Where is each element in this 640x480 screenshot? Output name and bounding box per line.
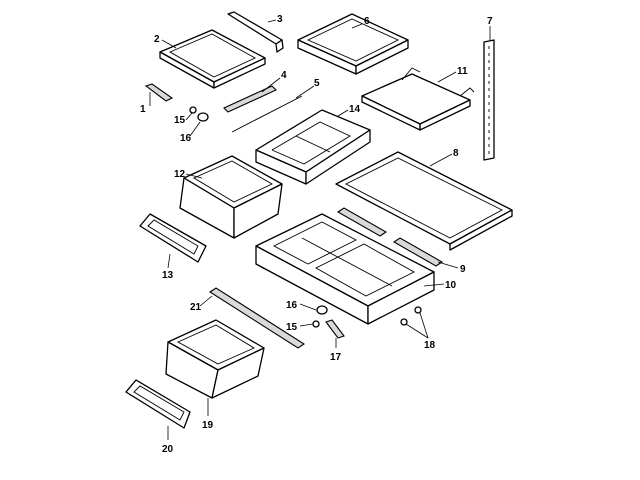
callout-19: 19 (202, 420, 214, 431)
callout-15a: 15 (174, 115, 186, 126)
callout-10: 10 (445, 280, 457, 291)
callout-4: 4 (281, 70, 287, 81)
part-20-bin-front (125, 379, 191, 429)
part-14-cover (255, 109, 371, 185)
callout-20: 20 (162, 444, 174, 455)
part-15-16-knobs-lower (312, 305, 328, 328)
callout-16a: 16 (180, 133, 192, 144)
part-9-rails (336, 207, 444, 267)
part-17-bracket (325, 319, 345, 339)
part-11-shelf (361, 67, 475, 131)
callout-7: 7 (487, 16, 493, 27)
part-5-rod (231, 95, 303, 133)
part-8-glass-shelf (335, 151, 513, 251)
callout-5: 5 (314, 78, 320, 89)
callout-16b: 16 (286, 300, 298, 311)
callout-11: 11 (457, 66, 468, 77)
callout-14: 14 (349, 104, 361, 115)
callout-8: 8 (453, 148, 459, 159)
part-18-fasteners (400, 306, 422, 326)
callout-1: 1 (140, 104, 146, 115)
callout-15b: 15 (286, 322, 298, 333)
callout-13: 13 (162, 270, 174, 281)
part-2-shelf (159, 29, 266, 89)
callout-17: 17 (330, 352, 342, 363)
part-15-16-knobs-upper (189, 106, 209, 122)
callout-12: 12 (174, 169, 186, 180)
callout-6: 6 (364, 16, 370, 27)
callout-2: 2 (154, 34, 160, 45)
part-4-rail (223, 85, 277, 113)
part-6-shelf (297, 13, 409, 75)
part-19-bin (165, 319, 265, 399)
part-3-rail (227, 11, 284, 53)
callout-3: 3 (277, 14, 283, 25)
part-21-rail (208, 287, 306, 349)
part-10-frame (255, 213, 435, 325)
leader-lines (149, 19, 491, 440)
callout-18: 18 (424, 340, 436, 351)
part-13-drawer-front (139, 213, 207, 263)
callout-9: 9 (460, 264, 466, 275)
part-12-drawer (179, 155, 283, 239)
callout-21: 21 (190, 302, 202, 313)
callout-labels: 1 2 3 4 5 6 7 8 9 10 11 12 13 14 15 15 1… (140, 14, 493, 455)
part-7-rail (483, 39, 495, 161)
part-1-bracket (144, 83, 174, 102)
